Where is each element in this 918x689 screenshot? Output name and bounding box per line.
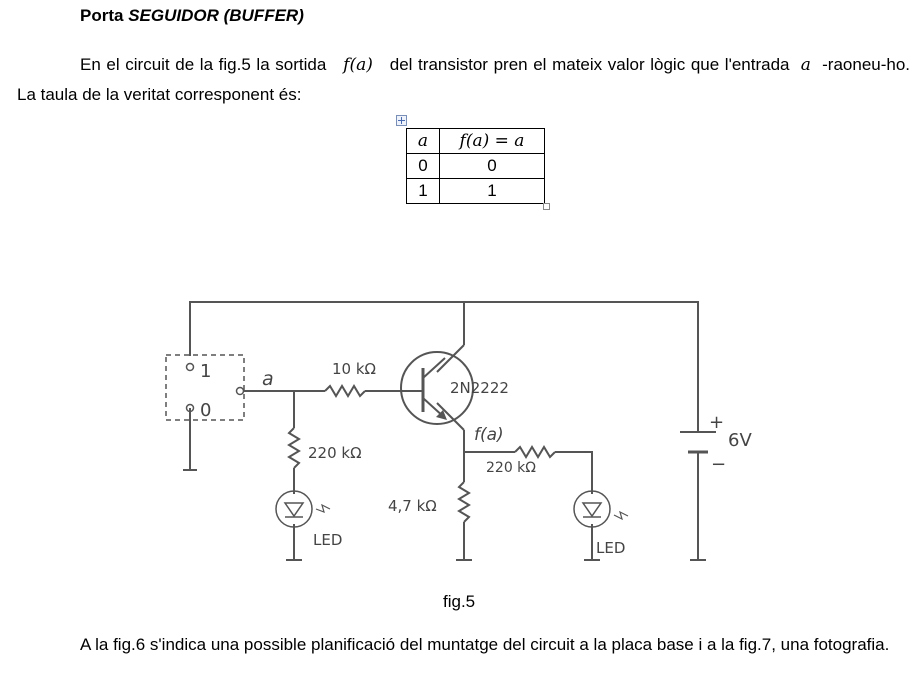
intro-paragraph: En el circuit de la fig.5 la sortida f(a… — [17, 50, 910, 109]
transistor-label: 2N2222 — [450, 379, 509, 397]
led-left-label: LED — [313, 531, 342, 549]
title-prefix: Porta — [80, 6, 129, 25]
intro-a: a — [800, 55, 811, 75]
output-label: f(a) — [474, 425, 504, 445]
switch-box — [165, 354, 245, 421]
battery-plus-label: + — [709, 412, 724, 433]
closing-paragraph: A la fig.6 s'indica una possible planifi… — [17, 630, 910, 659]
truth-table: a f(a) = a 0 0 1 1 — [406, 128, 545, 204]
circuit-wires — [183, 301, 706, 561]
table-header-row: a f(a) = a — [406, 128, 545, 154]
intro-text-1: En el circuit de la fig.5 la sortida — [80, 55, 327, 74]
led-right-light-icon — [613, 510, 629, 521]
intro-fa: f(a) — [343, 55, 373, 75]
table-cell: 1 — [439, 178, 545, 204]
table-move-handle-icon[interactable] — [396, 115, 407, 126]
closing-text: A la fig.6 s'indica una possible planifi… — [80, 635, 890, 654]
intro-text-3: -raoneu-ho. La taula de la veritat corre… — [17, 55, 911, 104]
battery-minus-label: − — [711, 454, 726, 475]
base-resistor-label: 10 kΩ — [332, 360, 376, 378]
switch-label-0: 0 — [200, 400, 211, 421]
switch-label-1: 1 — [200, 361, 211, 382]
table-resize-handle[interactable] — [543, 203, 550, 210]
battery-voltage-label: 6V — [728, 430, 752, 451]
table-cell: 0 — [406, 153, 440, 179]
figure-caption: fig.5 — [443, 592, 476, 611]
table-row: 1 1 — [406, 178, 545, 204]
switch-contact-1 — [185, 362, 195, 372]
led-resistor-left-label: 220 kΩ — [308, 444, 362, 462]
transistor-symbol — [400, 351, 474, 425]
section-title: Porta SEGUIDOR (BUFFER) — [80, 6, 304, 26]
table-header-fa: f(a) = a — [439, 128, 545, 154]
led-left-symbol — [275, 490, 313, 528]
led-left-light-icon — [315, 503, 331, 513]
intro-text-2: del transistor pren el mateix valor lògi… — [389, 55, 790, 74]
led-resistor-right-label: 220 kΩ — [486, 460, 536, 476]
title-emphasis: SEGUIDOR (BUFFER) — [128, 6, 304, 25]
led-right-label: LED — [596, 539, 625, 557]
switch-common — [235, 386, 245, 396]
switch-contact-0 — [185, 403, 195, 413]
led-right-symbol — [573, 490, 611, 528]
input-label: a — [262, 368, 274, 390]
table-cell: 1 — [406, 178, 440, 204]
emitter-resistor-label: 4,7 kΩ — [388, 497, 437, 515]
